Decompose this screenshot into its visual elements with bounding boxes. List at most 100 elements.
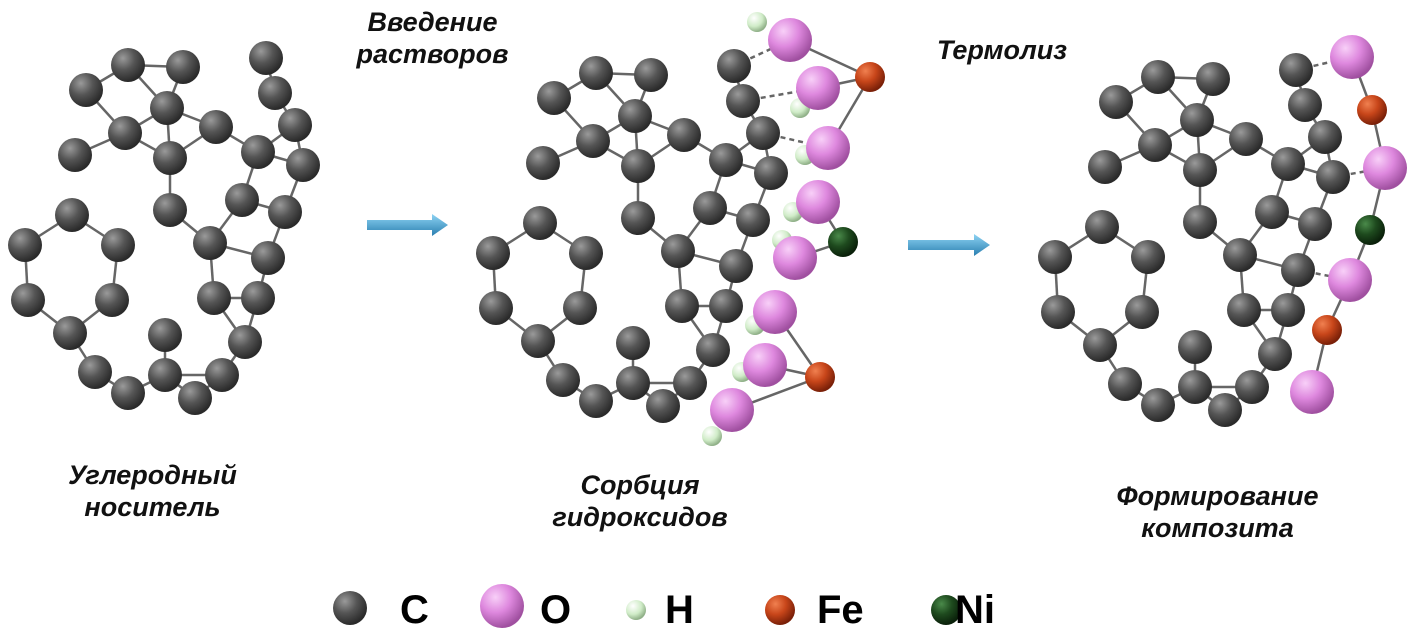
atom-carbon (1183, 205, 1217, 239)
atom-carbon (646, 389, 680, 423)
step-thermolysis-label: Термолиз (936, 35, 1068, 65)
atom-carbon (717, 49, 751, 83)
legend-c: C (400, 588, 429, 632)
atom-carbon (278, 108, 312, 142)
carrier-line1: Углеродный (68, 460, 237, 490)
legend-o: O (540, 588, 572, 632)
intro-line1: Введение (367, 7, 498, 37)
atom-oxygen (1363, 146, 1407, 190)
atom-carbon (1298, 207, 1332, 241)
atom-carbon (241, 135, 275, 169)
atom-oxygen (753, 290, 797, 334)
atom-carbon (1271, 293, 1305, 327)
atom-carbon (1178, 330, 1212, 364)
atom-carbon (55, 198, 89, 232)
atom-carbon (101, 228, 135, 262)
atom-carbon (719, 249, 753, 283)
atom-oxygen (768, 18, 812, 62)
atom-carbon (1141, 388, 1175, 422)
atom-carbon (95, 283, 129, 317)
step-carrier-label: Углеродный носитель (30, 459, 275, 523)
atom-carbon (225, 183, 259, 217)
atom-carbon (523, 206, 557, 240)
arrow-thermolysis (908, 234, 990, 256)
atom-carbon (1258, 337, 1292, 371)
atom-carbon (1141, 60, 1175, 94)
atom-hydrogen (747, 12, 767, 32)
atom-carbon (111, 48, 145, 82)
atom-carbon (148, 318, 182, 352)
atom-oxygen (1330, 35, 1374, 79)
atom-carbon (563, 291, 597, 325)
atom-carbon (1255, 195, 1289, 229)
atom-oxygen (796, 180, 840, 224)
atom-carbon (479, 291, 513, 325)
atom-carbon (1088, 150, 1122, 184)
atom-carbon (148, 358, 182, 392)
atom-carbon (1108, 367, 1142, 401)
step-sorption-label: Сорбция гидроксидов (520, 469, 760, 533)
atom-carbon (616, 366, 650, 400)
atom-oxygen (1290, 370, 1334, 414)
atom-carbon (258, 76, 292, 110)
atom-carbon (1183, 153, 1217, 187)
intro-line2: растворов (356, 39, 509, 69)
atom-carbon (579, 384, 613, 418)
atom-hydrogen (702, 426, 722, 446)
atom-carbon (616, 326, 650, 360)
legend-fe: Fe (817, 588, 864, 632)
atom-iron (805, 362, 835, 392)
step-intro-label: Введение растворов (335, 6, 530, 70)
atom-carbon (693, 191, 727, 225)
atom-carbon (53, 316, 87, 350)
atom-carbon (153, 193, 187, 227)
atom-carbon (69, 73, 103, 107)
atom-carbon (11, 283, 45, 317)
atom-nickel (1355, 215, 1385, 245)
atom-carbon (1041, 295, 1075, 329)
atom-carbon (1223, 238, 1257, 272)
atom-oxygen (806, 126, 850, 170)
atom-carbon (1180, 103, 1214, 137)
composite-line1: Формирование (1116, 481, 1319, 511)
atom-oxygen (1328, 258, 1372, 302)
legend-h-icon (626, 600, 646, 620)
sorption-line1: Сорбция (580, 470, 700, 500)
atom-carbon (249, 41, 283, 75)
atom-carbon (709, 143, 743, 177)
atom-oxygen (773, 236, 817, 280)
atom-iron (855, 62, 885, 92)
atom-carbon (1316, 160, 1350, 194)
atom-carbon (199, 110, 233, 144)
atom-carbon (1227, 293, 1261, 327)
legend-ni: Ni (955, 588, 995, 632)
atom-carbon (228, 325, 262, 359)
atom-oxygen (710, 388, 754, 432)
atom-carbon (746, 116, 780, 150)
sorption-line2: гидроксидов (552, 502, 728, 532)
atom-carbon (251, 241, 285, 275)
atom-carbon (1178, 370, 1212, 404)
atom-carbon (1208, 393, 1242, 427)
atom-carbon (754, 156, 788, 190)
atom-carbon (726, 84, 760, 118)
atom-carbon (1131, 240, 1165, 274)
atom-carbon (546, 363, 580, 397)
atom-carbon (1279, 53, 1313, 87)
atom-carbon (709, 289, 743, 323)
atom-carbon (111, 376, 145, 410)
atom-carbon (673, 366, 707, 400)
legend-o-icon (480, 584, 524, 628)
atom-carbon (1281, 253, 1315, 287)
atom-iron (1357, 95, 1387, 125)
atom-carbon (521, 324, 555, 358)
atom-carbon (178, 381, 212, 415)
atom-carbon (268, 195, 302, 229)
atom-carbon (205, 358, 239, 392)
atom-iron (1312, 315, 1342, 345)
atom-carbon (1125, 295, 1159, 329)
atom-carbon (1138, 128, 1172, 162)
atom-carbon (1038, 240, 1072, 274)
atom-carbon (8, 228, 42, 262)
